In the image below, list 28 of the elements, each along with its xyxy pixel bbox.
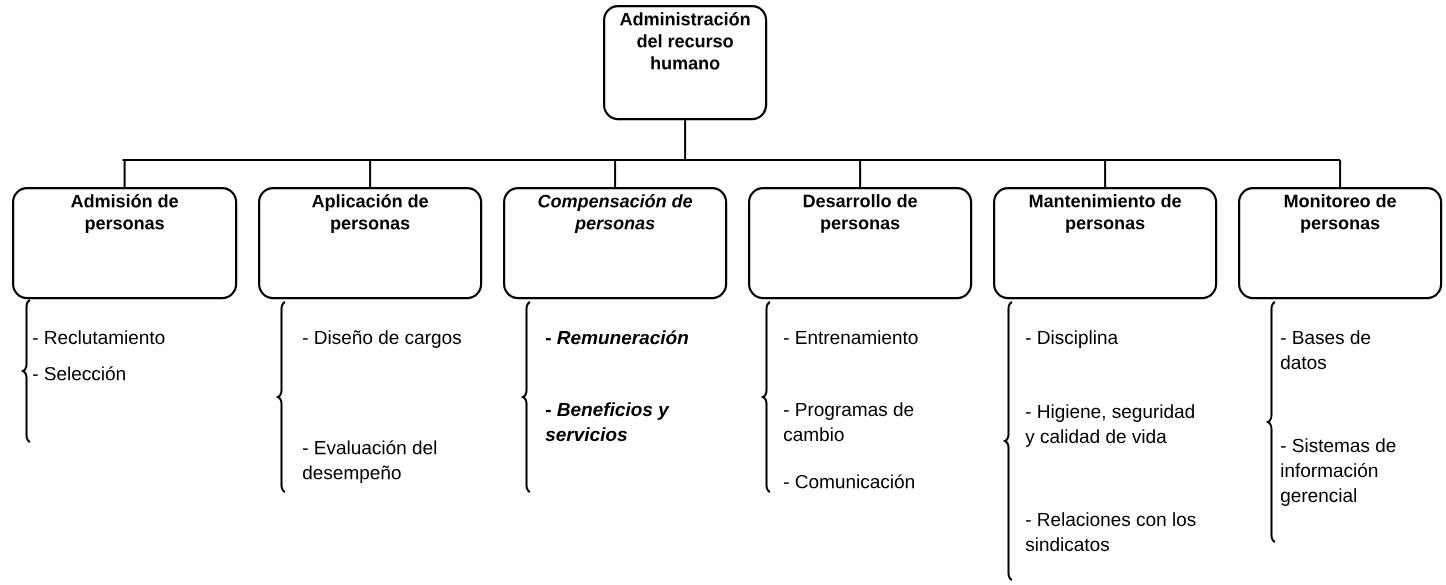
list-item: - Comunicación — [784, 474, 914, 489]
category-box: Monitoreo de personas — [1238, 187, 1443, 300]
category-box: Admisión de personas — [12, 187, 238, 300]
category-box: Compensación de personas — [503, 187, 728, 300]
category-box: Desarrollo de personas — [748, 187, 973, 300]
connector-line — [1104, 159, 1107, 188]
list-item: - Evaluación del desempeño — [303, 440, 437, 484]
connector-line — [859, 159, 862, 188]
list-item: - Sistemas de información gerencial — [1281, 438, 1396, 506]
list-item: - Higiene, seguridad y calidad de vida — [1025, 404, 1194, 447]
list-item: - Reclutamiento — [33, 330, 165, 345]
category-box: Aplicación de personas — [258, 187, 483, 300]
connector-line — [1339, 159, 1342, 188]
list-item: - Entrenamiento — [784, 330, 918, 345]
connector-line — [121, 119, 1341, 161]
connector-line — [614, 159, 617, 188]
connector-line — [369, 159, 372, 188]
list-item: - Selección — [33, 366, 125, 381]
list-item: - Disciplina — [1026, 330, 1119, 348]
list-item: - Remuneración — [545, 330, 688, 345]
connector-line — [123, 159, 126, 188]
list-item: - Bases de datos — [1281, 330, 1371, 370]
category-box: Mantenimiento de personas — [993, 187, 1218, 300]
list-item: - Diseño de cargos — [303, 330, 461, 348]
list-item: - Relaciones con los sindicatos — [1025, 512, 1196, 552]
root-box: Administración del recurso humano — [603, 5, 768, 121]
list-item: - Beneficios y servicios — [545, 402, 670, 442]
list-item: - Programas de cambio — [784, 402, 914, 442]
